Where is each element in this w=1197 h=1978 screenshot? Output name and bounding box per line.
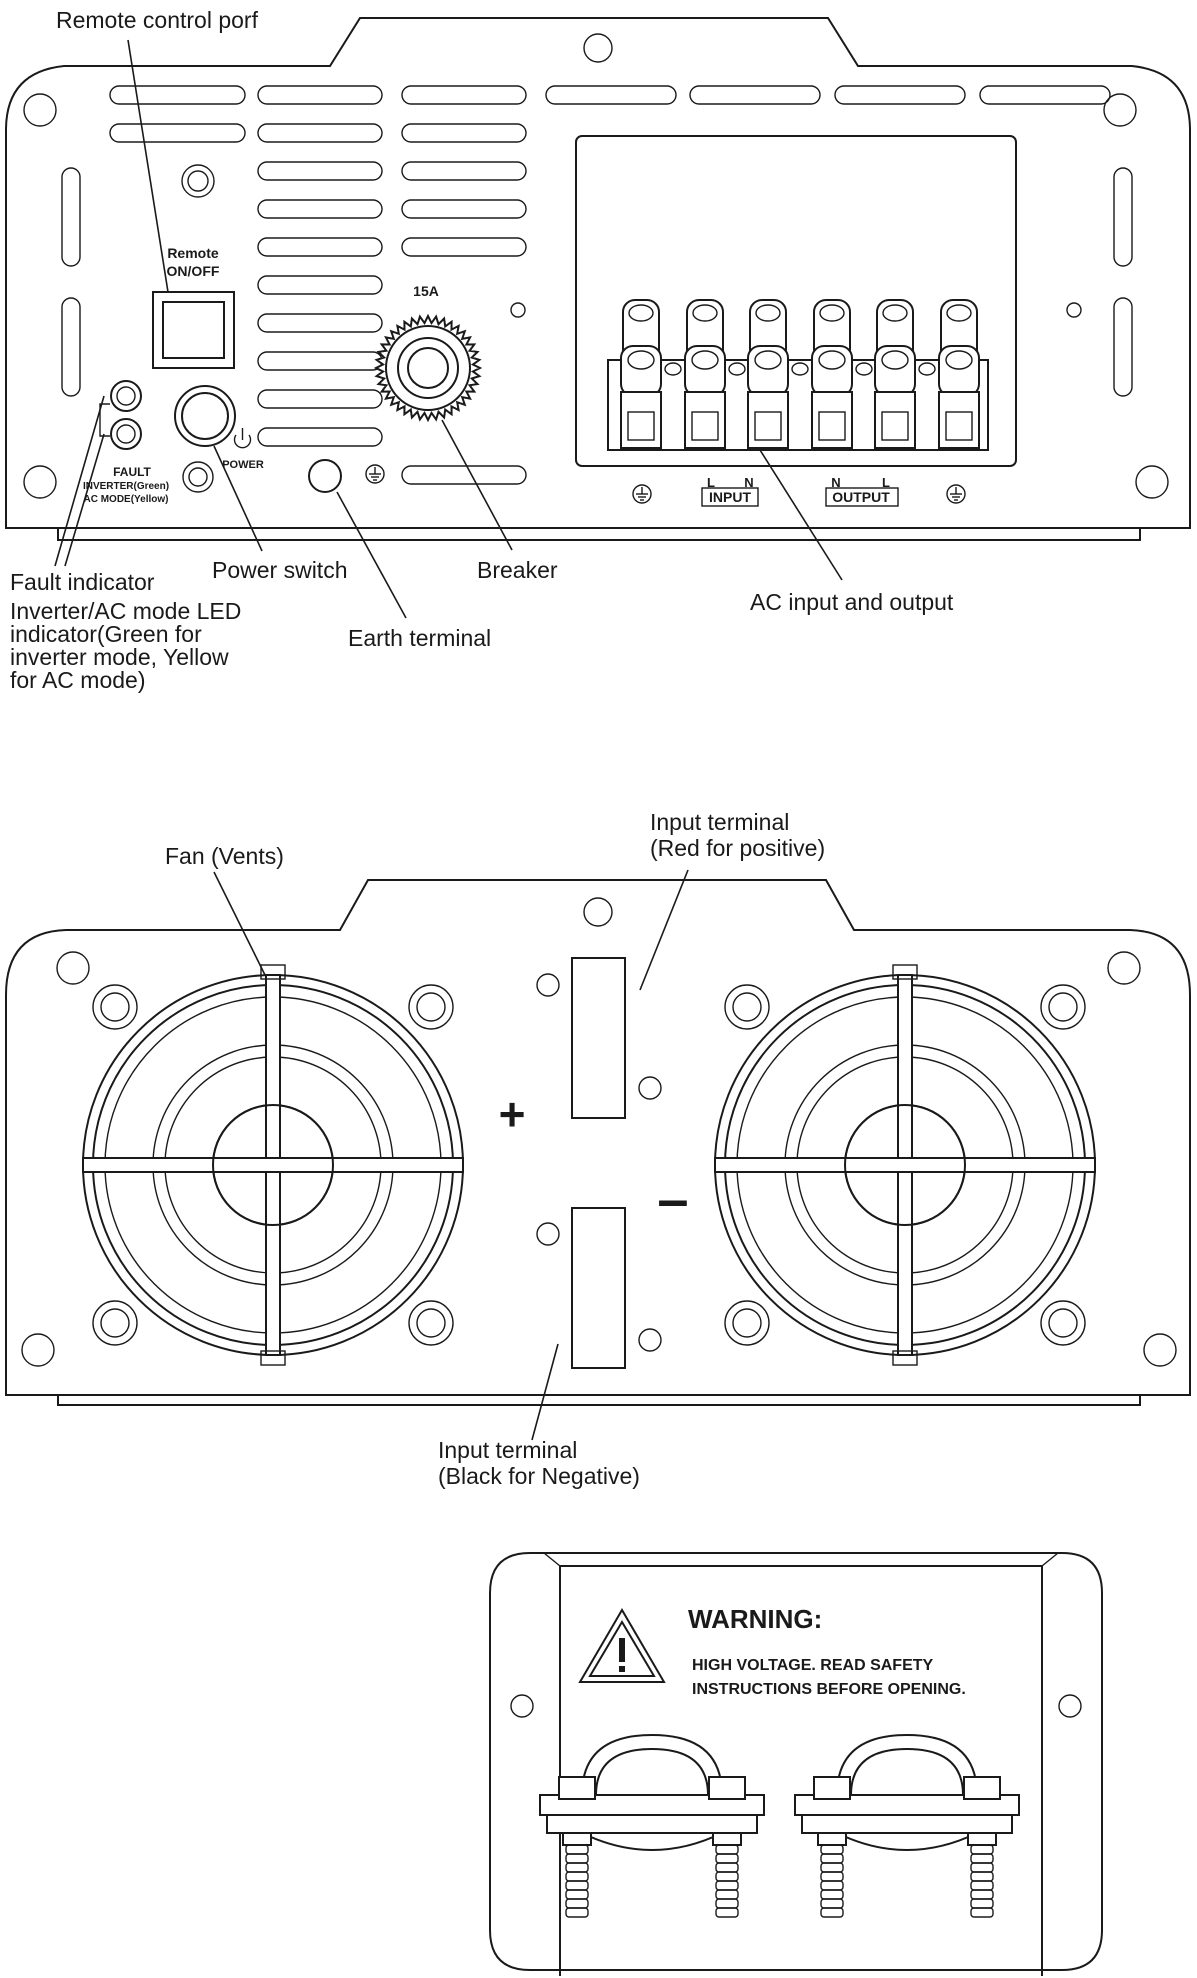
positive-input-terminal[interactable] bbox=[571, 957, 626, 1119]
fault-label: FAULT bbox=[113, 465, 151, 479]
output-l-label: L bbox=[882, 475, 890, 490]
ac-terminals[interactable] bbox=[620, 299, 980, 449]
warning-title: WARNING: bbox=[688, 1604, 822, 1634]
ground-icon bbox=[946, 484, 966, 504]
inverter-mode-label: INVERTER(Green) bbox=[83, 481, 169, 492]
negative-input-terminal[interactable] bbox=[571, 1207, 626, 1369]
power-label: POWER bbox=[222, 459, 264, 471]
rear-callout-leaders bbox=[213, 869, 689, 1441]
input-positive-callout-line2: (Red for positive) bbox=[650, 835, 825, 861]
fan-screw bbox=[724, 1300, 770, 1346]
led-indicator-callout-line4: for AC mode) bbox=[10, 667, 146, 693]
front-mount-holes bbox=[23, 33, 1169, 499]
fan-screw bbox=[724, 984, 770, 1030]
fan-screw bbox=[1040, 1300, 1086, 1346]
remote-label-line2: ON/OFF bbox=[167, 263, 220, 279]
ac-terminal-post[interactable] bbox=[684, 299, 726, 449]
mode-led bbox=[110, 418, 142, 450]
front-vent-slots bbox=[61, 85, 1133, 485]
terminal-divider bbox=[728, 362, 746, 376]
remote-port-callout: Remote control porf bbox=[56, 7, 259, 33]
remote-port[interactable] bbox=[152, 291, 235, 369]
output-label: OUTPUT bbox=[832, 489, 890, 505]
breaker[interactable] bbox=[373, 313, 483, 423]
fan-callout: Fan (Vents) bbox=[165, 843, 284, 869]
fan-screw bbox=[92, 1300, 138, 1346]
fan-screw bbox=[408, 1300, 454, 1346]
terminal-divider bbox=[791, 362, 809, 376]
minus-symbol: – bbox=[657, 1167, 688, 1230]
fan-screw bbox=[408, 984, 454, 1030]
input-l-label: L bbox=[707, 475, 715, 490]
fan-left bbox=[82, 964, 464, 1366]
earth-terminal-callout: Earth terminal bbox=[348, 625, 491, 651]
fault-indicator-callout: Fault indicator bbox=[10, 569, 155, 595]
terminal-divider bbox=[918, 362, 936, 376]
input-n-label: N bbox=[744, 475, 753, 490]
battery-clamp-right bbox=[794, 1733, 1020, 1918]
power-switch-callout: Power switch bbox=[212, 557, 347, 583]
ground-icon bbox=[365, 464, 385, 484]
rear-panel: + – Fan (Vents) Input terminal (Red for … bbox=[5, 809, 1191, 1489]
ground-icon bbox=[632, 484, 652, 504]
ac-terminal-post[interactable] bbox=[620, 299, 662, 449]
ac-terminal-post[interactable] bbox=[938, 299, 980, 449]
terminal-cover: WARNING: HIGH VOLTAGE. READ SAFETY INSTR… bbox=[489, 1552, 1103, 1976]
power-icon bbox=[233, 428, 252, 449]
warning-line-1: HIGH VOLTAGE. READ SAFETY bbox=[692, 1657, 934, 1674]
input-label: INPUT bbox=[709, 489, 751, 505]
input-negative-callout-line2: (Black for Negative) bbox=[438, 1463, 640, 1489]
led-indicator-callout-line3: inverter mode, Yellow bbox=[10, 644, 229, 670]
led-indicator-callout-line1: Inverter/AC mode LED bbox=[10, 598, 241, 624]
fan-screw bbox=[1040, 984, 1086, 1030]
warning-triangle-icon bbox=[578, 1608, 666, 1683]
ac-mode-label: AC MODE(Yellow) bbox=[83, 494, 168, 505]
input-positive-callout-line1: Input terminal bbox=[650, 809, 789, 835]
remote-label-line1: Remote bbox=[167, 245, 219, 261]
led-indicator-callout-line2: indicator(Green for bbox=[10, 621, 202, 647]
terminal-divider bbox=[664, 362, 682, 376]
earth-terminal[interactable] bbox=[308, 459, 342, 493]
warning-line-2: INSTRUCTIONS BEFORE OPENING. bbox=[692, 1681, 966, 1698]
battery-clamp-left bbox=[539, 1733, 765, 1918]
ac-terminal-post[interactable] bbox=[874, 299, 916, 449]
terminal-divider bbox=[855, 362, 873, 376]
ac-terminal-block bbox=[575, 135, 1017, 467]
ac-terminal-post[interactable] bbox=[811, 299, 853, 449]
fan-screw bbox=[92, 984, 138, 1030]
power-switch[interactable] bbox=[174, 385, 236, 447]
ac-terminal-post[interactable] bbox=[747, 299, 789, 449]
breaker-callout: Breaker bbox=[477, 557, 558, 583]
cover-screw-hole bbox=[510, 1694, 534, 1718]
fault-led bbox=[110, 380, 142, 412]
breaker-rating: 15A bbox=[413, 283, 439, 299]
ac-io-callout: AC input and output bbox=[750, 589, 954, 615]
front-callout-leaders bbox=[54, 39, 843, 619]
fan-right bbox=[714, 964, 1096, 1366]
cover-screw-hole bbox=[1058, 1694, 1082, 1718]
output-n-label: N bbox=[831, 475, 840, 490]
plus-symbol: + bbox=[499, 1088, 526, 1140]
input-negative-callout-line1: Input terminal bbox=[438, 1437, 577, 1463]
front-panel: Remote ON/OFF FAULT INVERTER(Green) AC M… bbox=[5, 7, 1191, 693]
rear-mount-holes bbox=[21, 897, 1177, 1367]
